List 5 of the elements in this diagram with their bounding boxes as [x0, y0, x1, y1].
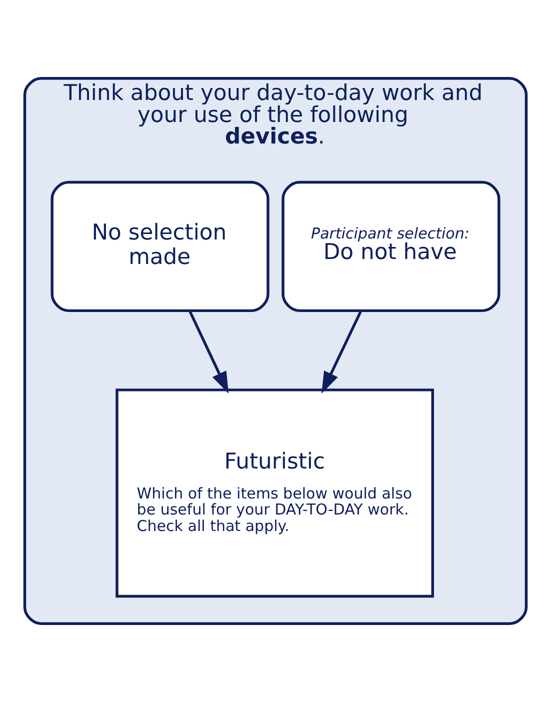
node-box: Futuristic Which of the items below would also be useful for your DAY-TO-DAY work. Check all that apply. — [116, 388, 434, 598]
arrow — [322, 310, 362, 394]
node-box: Participant selection: Do not have — [282, 180, 500, 312]
node-box: No selection made — [50, 180, 270, 312]
arrow — [188, 310, 229, 394]
